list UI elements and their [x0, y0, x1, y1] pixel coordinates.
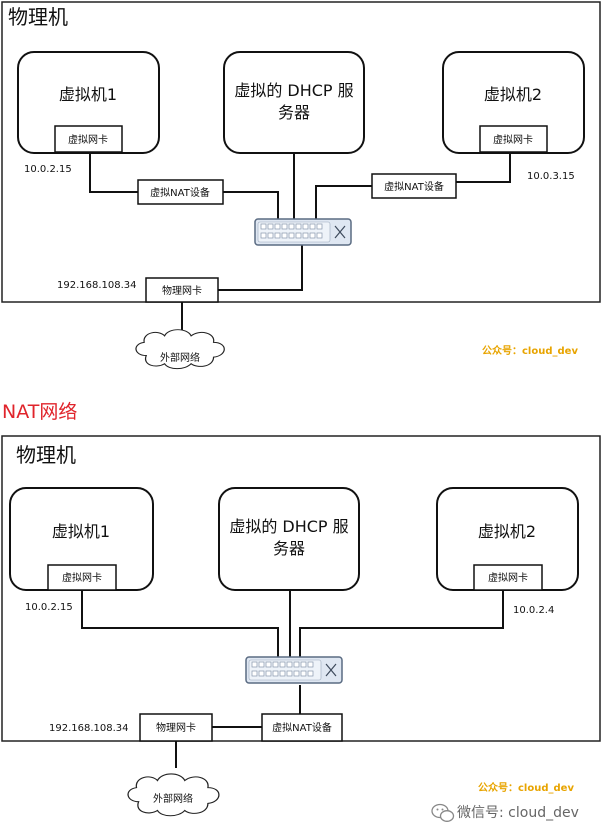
physical-nic-ip-2: 192.168.108.34	[49, 723, 129, 734]
vm2-label: 虚拟机2	[484, 85, 542, 104]
vm2-nic-2[interactable]	[473, 564, 543, 591]
wire-vm1-switch	[81, 590, 279, 658]
vm2-ip: 10.0.3.15	[527, 171, 575, 182]
physical-nic-label-2: 物理网卡	[156, 721, 196, 734]
vm1-nic-2[interactable]	[47, 564, 117, 591]
nat-device[interactable]	[261, 713, 343, 742]
vm1-nic-label: 虚拟网卡	[68, 133, 108, 146]
vm1-nic[interactable]	[54, 125, 123, 153]
vm1-box[interactable]	[17, 51, 160, 154]
wire-vm2-nat	[456, 152, 511, 183]
wechat-icon	[431, 803, 455, 822]
physical-nic-label: 物理网卡	[162, 284, 202, 297]
bottom-diagram: 物理机 虚拟机1 虚拟网卡 10.0.2.15 虚拟的 DHCP 服 务器 虚拟…	[1, 435, 601, 817]
vm1-nic-label-2: 虚拟网卡	[62, 571, 102, 584]
vm2-label-2: 虚拟机2	[478, 522, 536, 541]
physical-host-title-2: 物理机	[16, 443, 76, 467]
physical-nic[interactable]	[145, 277, 219, 303]
dhcp-label-line2: 务器	[278, 103, 310, 122]
external-network-label: 外部网络	[160, 351, 200, 364]
external-network-label-2: 外部网络	[153, 792, 193, 805]
vm1-ip: 10.0.2.15	[24, 164, 72, 175]
vm2-nic[interactable]	[479, 125, 548, 153]
physical-host-frame	[1, 1, 601, 303]
switch-icon	[254, 218, 352, 246]
nat-device-left-label: 虚拟NAT设备	[150, 186, 210, 199]
wire-vm1-nat	[89, 153, 138, 193]
wire-switch-physnic	[218, 245, 303, 291]
watermark-bottom: 公众号：cloud_dev	[478, 781, 574, 794]
dhcp-label-line1: 虚拟的 DHCP 服	[234, 81, 353, 100]
dhcp-label-line1-2: 虚拟的 DHCP 服	[229, 517, 348, 536]
dhcp-server-box[interactable]	[223, 51, 365, 154]
nat-device-label: 虚拟NAT设备	[272, 721, 332, 734]
wechat-id: 微信号: cloud_dev	[457, 805, 579, 821]
vm1-ip-2: 10.0.2.15	[25, 602, 73, 613]
vm2-nic-label: 虚拟网卡	[493, 133, 533, 146]
nat-device-left[interactable]	[137, 179, 224, 205]
switch-icon-2	[245, 656, 343, 684]
dhcp-label-line2-2: 务器	[273, 539, 305, 558]
physical-nic-2[interactable]	[139, 713, 213, 742]
physical-nic-ip: 192.168.108.34	[57, 280, 137, 291]
nat-device-right[interactable]	[371, 173, 457, 199]
dhcp-server-box-2[interactable]	[218, 487, 360, 591]
wire-nat-right-switch	[315, 185, 372, 220]
vm1-label: 虚拟机1	[59, 85, 117, 104]
watermark-top: 公众号：cloud_dev	[482, 344, 578, 357]
nat-device-right-label: 虚拟NAT设备	[384, 180, 444, 193]
vm2-ip-2: 10.0.2.4	[513, 605, 554, 616]
vm2-nic-label-2: 虚拟网卡	[488, 571, 528, 584]
section-label-nat: NAT网络	[2, 401, 77, 423]
top-diagram: 物理机 虚拟机1 虚拟网卡 10.0.2.15 虚拟的 DHCP 服 务器 虚拟…	[1, 1, 601, 370]
vm1-label-2: 虚拟机1	[52, 522, 110, 541]
vm2-box[interactable]	[442, 51, 585, 154]
physical-host-title: 物理机	[8, 5, 68, 29]
wire-vm2-switch	[299, 590, 504, 658]
wire-nat-left-switch	[223, 191, 279, 220]
